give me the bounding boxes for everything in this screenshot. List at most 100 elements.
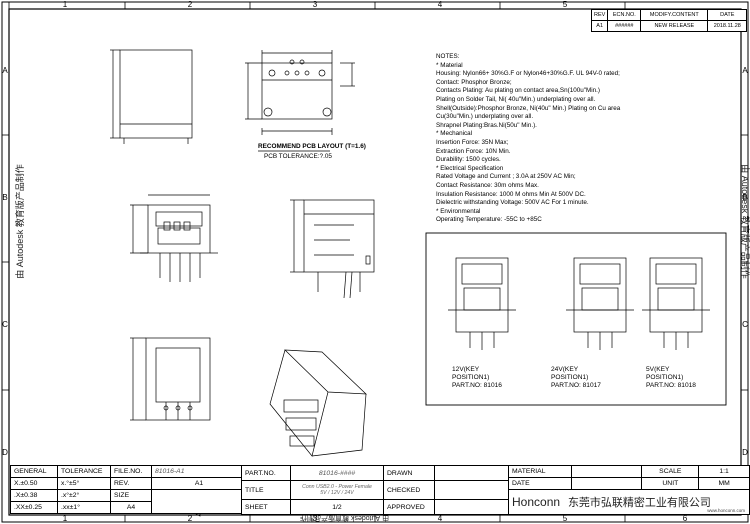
sheet-value: 1/2 (290, 499, 384, 515)
note-line: * Environmental (436, 207, 481, 215)
variant-12v: 12V(KEY POSITION1) PART.NO: 81016 (452, 366, 502, 390)
company-table: MATERIAL SCALE 1:1 DATE UNIT MM Honconn … (508, 465, 750, 515)
note-line: Rated Voltage and Current ; 3.0A at 250V… (436, 173, 576, 181)
size-value: A4 (110, 501, 152, 514)
zone-col-2: 2 (187, 0, 193, 9)
tol-general-2: .X±0.38 (10, 489, 58, 502)
note-line: Cu(30u"Min.) underplating over all. (436, 113, 534, 121)
variant-5v: 5V(KEY POSITION1) PART.NO: 81018 (646, 366, 696, 390)
drawn-label: DRAWN (383, 465, 435, 481)
tol-angle-1: x.°±5° (57, 477, 111, 490)
note-line: Insertion Force: 35N Max; (436, 138, 509, 146)
scale-label: SCALE (641, 465, 700, 478)
side-profile-drawing (110, 49, 193, 144)
revision-table: REV ECN.NO. MODIFY.CONTENT DATE A1 #####… (590, 9, 748, 32)
rev-value: A1 (151, 477, 247, 490)
note-line: Insulation Resistance: 1000 M ohms Min A… (436, 190, 586, 198)
tolerance-table: GENERAL TOLERANCE FILE.NO. 81016-A1 X.±0… (10, 465, 247, 514)
size-label: SIZE (110, 489, 152, 502)
company-name-en: Honconn (512, 495, 561, 509)
title-line-2: 5V / 12V / 24V (320, 490, 354, 496)
note-line: Operating Temperature: -55C to +85C (436, 216, 542, 224)
zone-col-6-bottom: 6 (682, 514, 688, 523)
variant-key: 5V(KEY (646, 366, 670, 373)
note-line: Dielectric withstanding Voltage: 500V AC… (436, 199, 589, 207)
projection-cell (151, 489, 247, 514)
note-line: Plating on Solder Tail, Ni( 40u"Min.) un… (436, 95, 596, 103)
variant-24v: 24V(KEY POSITION1) PART.NO: 81017 (551, 366, 601, 390)
material-label: MATERIAL (508, 465, 572, 478)
zone-col-2-bottom: 2 (187, 514, 193, 523)
zone-row-d: D (2, 448, 8, 457)
zone-row-b-right: B (742, 193, 748, 202)
tol-general-1: X.±0.50 (10, 477, 58, 490)
date-value (570, 477, 643, 490)
variant-position: POSITION1) (551, 374, 589, 381)
date-header: DATE (707, 9, 748, 21)
company-cell: Honconn 东莞市弘联精密工业有限公司 www.honconn.com (508, 489, 750, 515)
note-line: Shell(Outside):Phosphor Bronze, Ni(40u" … (436, 104, 621, 112)
note-line: Contacts Plating: Au plating on contact … (436, 87, 600, 95)
zone-row-a-right: A (742, 66, 748, 75)
general-label: GENERAL (10, 465, 58, 478)
sheet-label: SHEET (241, 499, 291, 515)
modify-content-header: MODIFY.CONTENT (640, 9, 709, 21)
pcb-tolerance: PCB TOLERANCE:?.05 (264, 153, 332, 160)
variant-position: POSITION1) (646, 374, 684, 381)
variant-connectors (448, 257, 710, 350)
zone-col-3: 3 (312, 0, 318, 9)
notes-block: NOTES: * Material Housing: Nylon66+ 30%G… (436, 53, 736, 225)
note-line: * Mechanical (436, 130, 473, 138)
unit-value: MM (698, 477, 750, 490)
unit-label: UNIT (641, 477, 700, 490)
watermark-left: 由 Autodesk 教育版产品制作 (14, 164, 25, 279)
note-line: Housing: Nylon66+ 30%G.F or Nylon46+30%G… (436, 70, 620, 78)
zone-col-1-bottom: 1 (62, 514, 68, 523)
variant-part-no: PART.NO: 81016 (452, 382, 502, 389)
part-no-value: 81016-#### (290, 465, 384, 481)
title-line-1: Conn USB2.0 - Power Female (302, 484, 372, 490)
company-name-cn: 东莞市弘联精密工业有限公司 (567, 497, 711, 509)
variant-panel-frame (425, 232, 727, 406)
pcb-layout-drawing (245, 50, 355, 152)
rear-view-drawing (130, 337, 211, 421)
note-line: Extraction Force: 10N Min. (436, 147, 511, 155)
zone-col-5-bottom: 5 (562, 514, 568, 523)
date-cell: 2018.11.28 (707, 20, 748, 32)
note-line: Durability: 1500 cycles. (436, 156, 501, 164)
tol-angle-3: .xx±1° (57, 501, 111, 514)
zone-col-4-bottom: 4 (437, 514, 443, 523)
tol-general-3: .XX±0.25 (10, 501, 58, 514)
modify-content-cell: NEW RELEASE (640, 20, 709, 32)
side-section-drawing (290, 199, 375, 299)
part-info-table: PART.NO. 81016-#### DRAWN TITLE Conn USB… (241, 465, 536, 515)
ecn-cell: ###### (607, 20, 642, 32)
zone-row-a: A (2, 66, 8, 75)
pcb-layout-title: RECOMMEND PCB LAYOUT (T=1.6) (258, 143, 366, 150)
note-line: Shrapnel Plating:Bras.Ni(50u" Min.). (436, 121, 537, 129)
file-no-label: FILE.NO. (110, 465, 152, 478)
note-line: * Electrical Specification (436, 164, 504, 172)
variant-position: POSITION1) (452, 374, 490, 381)
variant-key: 12V(KEY (452, 366, 480, 373)
company-website: www.honconn.com (707, 508, 745, 513)
rev-label: REV. (110, 477, 152, 490)
title-value: Conn USB2.0 - Power Female 5V / 12V / 24… (290, 480, 384, 500)
part-no-label: PART.NO. (241, 465, 291, 481)
tolerance-label: TOLERANCE (57, 465, 111, 478)
note-line: Contact: Phosphor Bronze; (436, 78, 512, 86)
approved-label: APPROVED (383, 499, 435, 515)
isometric-drawing (269, 349, 367, 457)
variant-part-no: PART.NO: 81018 (646, 382, 696, 389)
watermark-right: 由 Autodesk 教育版产品制作 (739, 164, 750, 279)
zone-row-c-right: C (742, 320, 748, 329)
note-line: Contact Resistance: 30m ohms Max. (436, 181, 539, 189)
title-label: TITLE (241, 480, 291, 500)
scale-value: 1:1 (698, 465, 750, 478)
variant-part-no: PART.NO: 81017 (551, 382, 601, 389)
zone-col-4: 4 (437, 0, 443, 9)
zone-col-1: 1 (62, 0, 68, 9)
notes-title: NOTES: (436, 53, 460, 60)
ecn-header: ECN.NO. (607, 9, 642, 21)
